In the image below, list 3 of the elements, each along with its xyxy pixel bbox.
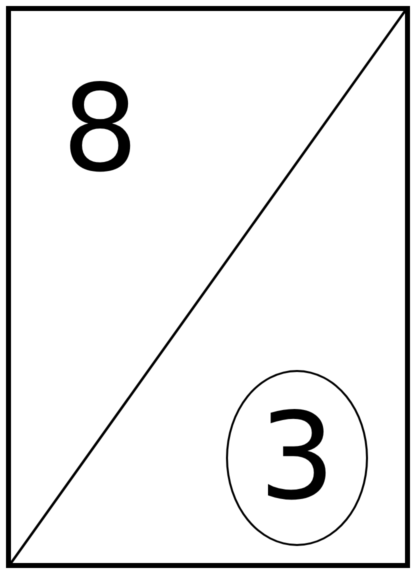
number: 3 bbox=[258, 398, 336, 518]
circled-number bbox=[226, 370, 368, 546]
number: 8 bbox=[62, 70, 138, 190]
